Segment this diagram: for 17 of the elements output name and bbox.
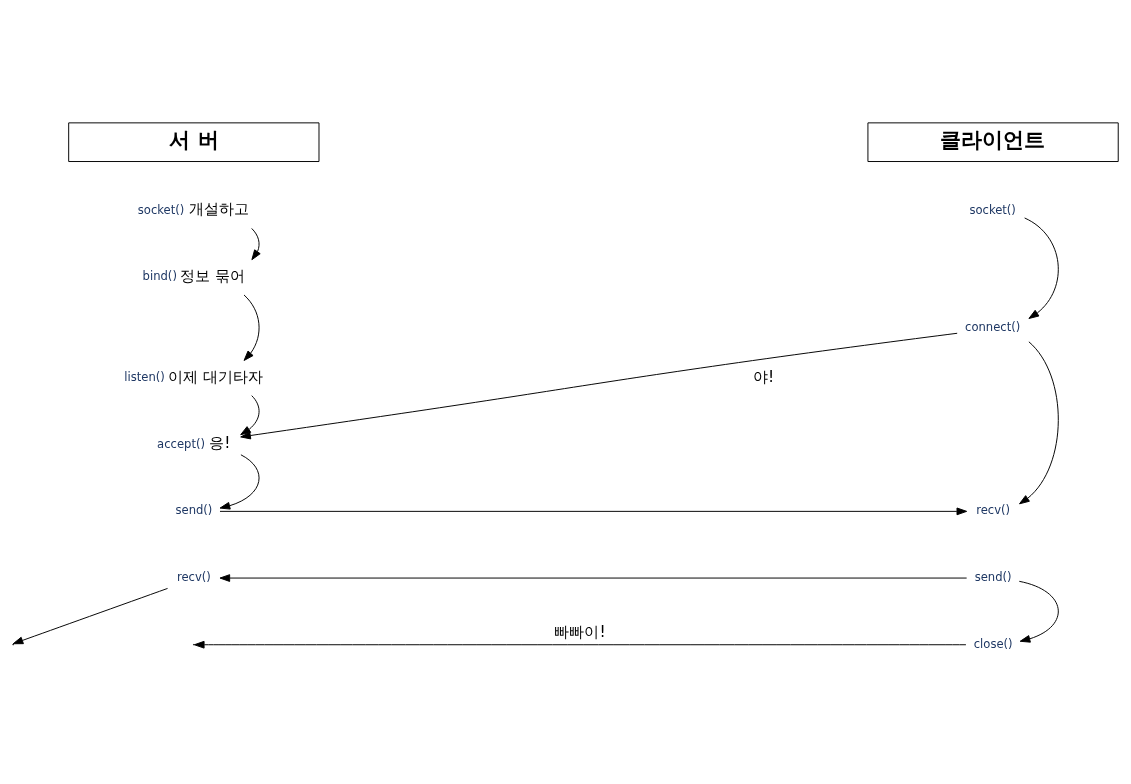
node-text: recv(): [176, 569, 211, 584]
node-label: 이제 대기타자: [167, 367, 263, 386]
node-text: connect(): [965, 319, 1021, 334]
node-text: socket(): [969, 202, 1016, 217]
node-label: 개설하고: [189, 199, 250, 218]
node-label: 응!: [209, 433, 231, 452]
node-text: bind(): [142, 268, 177, 283]
edge-label: 빠빠이!: [554, 622, 606, 641]
node-text: accept(): [157, 436, 205, 451]
node-label: 정보 묶어: [180, 266, 246, 285]
node-text: close(): [973, 636, 1013, 651]
node-text: listen(): [124, 369, 165, 384]
node-text: send(): [974, 569, 1012, 584]
node-text: recv(): [976, 502, 1011, 517]
node-text: send(): [175, 502, 213, 517]
edge-label: 야!: [752, 367, 775, 386]
node-text: socket(): [137, 202, 185, 217]
